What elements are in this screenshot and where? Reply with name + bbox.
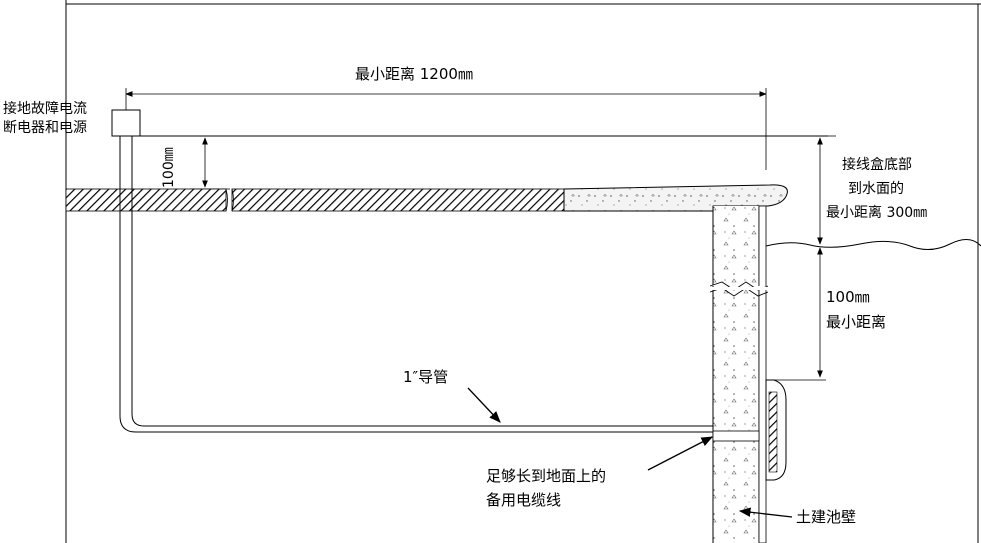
box-to-water-label-line3: 最小距离 300㎜	[826, 205, 928, 221]
box-to-water-label-line1: 接线盒底部	[842, 157, 912, 173]
wall-label: 土建池壁	[796, 508, 857, 526]
cable-label-line1: 足够长到地面上的	[486, 467, 607, 485]
box-to-water-label-line2: 到水面的	[848, 181, 904, 197]
cable-label-line2: 备用电缆线	[486, 491, 562, 509]
hatched-ground	[65, 188, 565, 212]
pool-light-fixture	[765, 379, 787, 481]
conduit-pipe	[119, 136, 713, 433]
box-to-water-dimension	[806, 135, 836, 245]
min-100-label-line2: 最小距离	[826, 313, 887, 331]
min-100-dimension	[766, 247, 826, 381]
width-dimension-label: 最小距离 1200㎜	[355, 65, 473, 83]
pool-wall	[709, 205, 769, 543]
breaker-box	[111, 109, 141, 137]
depth-dimension-label: 100㎜	[161, 147, 177, 188]
breaker-label-line1: 接地故障电流	[3, 101, 87, 117]
water-surface	[765, 239, 981, 250]
width-dimension	[125, 88, 767, 170]
breaker-label-line2: 断电器和电源	[3, 120, 87, 136]
depth-dimension	[190, 135, 230, 190]
drawing-frame	[65, 0, 981, 543]
min-100-label-line1: 100㎜	[826, 288, 870, 306]
cable-arrow	[647, 436, 714, 471]
wall-arrow	[738, 507, 793, 518]
pool-coping	[563, 184, 788, 212]
conduit-arrow	[467, 387, 501, 423]
conduit-label: 1″导管	[403, 368, 449, 386]
